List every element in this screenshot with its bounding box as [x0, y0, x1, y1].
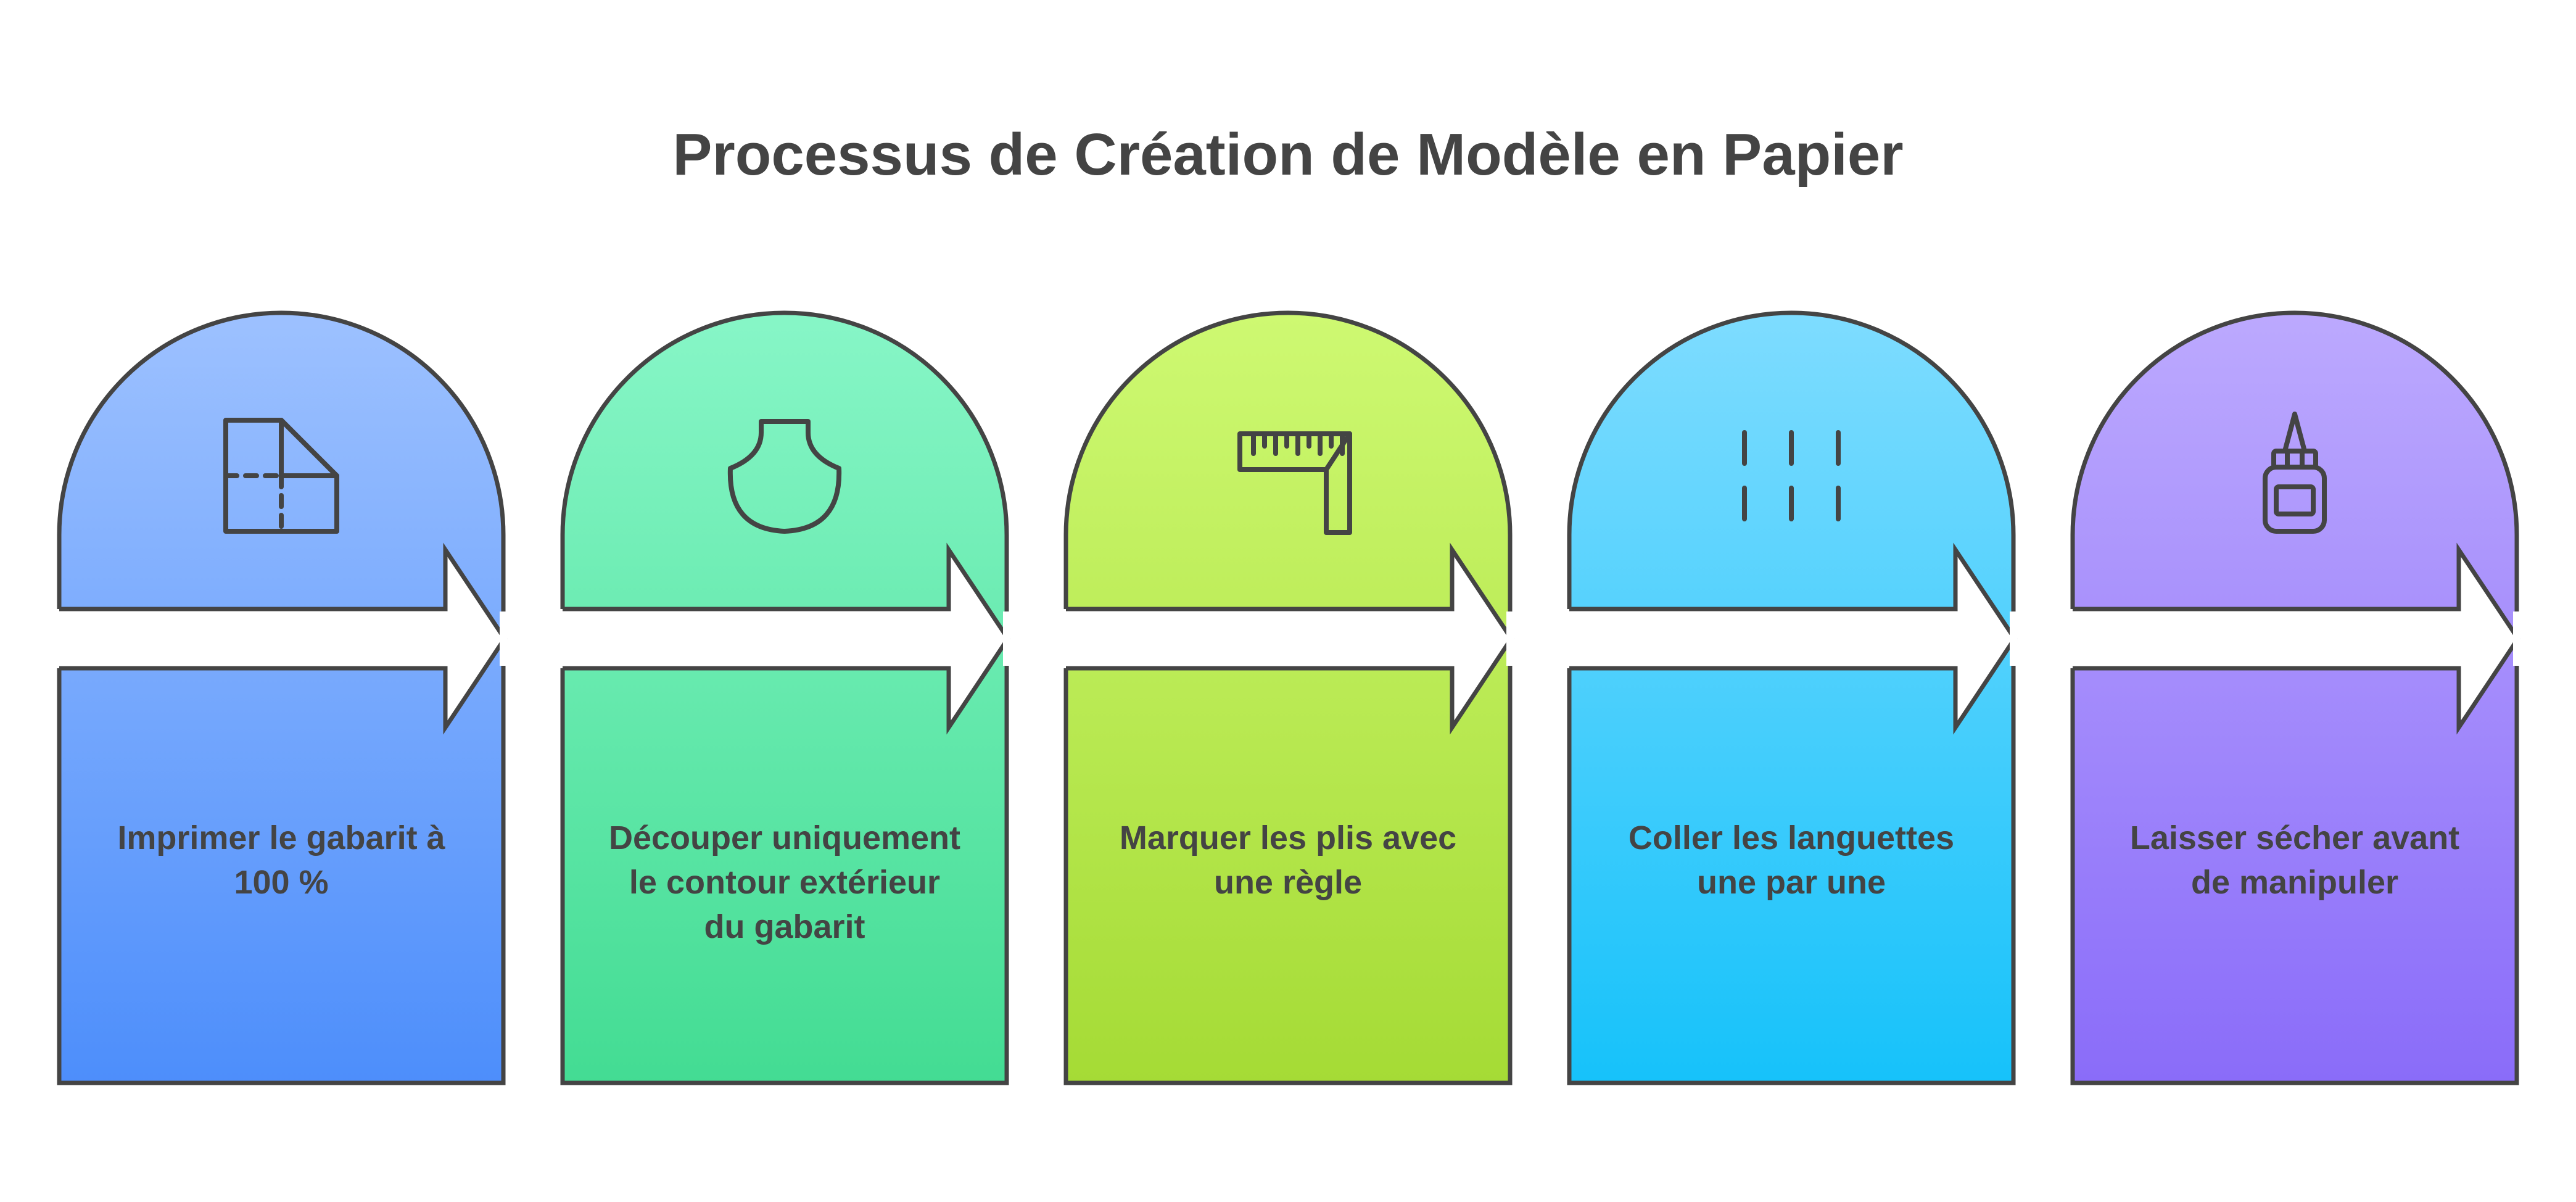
- diagram-title: Processus de Création de Modèle en Papie…: [672, 122, 1903, 188]
- step-card: [560, 310, 1009, 1085]
- step-label: Coller les languettes une par une: [1628, 819, 1955, 901]
- step-label: Découper uniquement le contour extérieur…: [608, 819, 961, 945]
- step-label: Laisser sécher avant de manipuler: [2129, 819, 2460, 901]
- step-arrow: [1566, 550, 2015, 727]
- step-2: [559, 310, 1011, 1085]
- dashed-lines-icon: [1742, 430, 1841, 521]
- step-arrow: [1062, 550, 1511, 727]
- step-card: [57, 310, 506, 1085]
- step-3: [1062, 310, 1514, 1085]
- step-1: [56, 310, 508, 1085]
- folded-paper-icon: [223, 418, 339, 534]
- step-5: [2069, 310, 2521, 1085]
- step-4: [1566, 310, 2018, 1085]
- step-arrow: [559, 550, 1008, 727]
- step-card: [2070, 310, 2519, 1085]
- ruler-icon: [1237, 431, 1352, 535]
- step-card: [1063, 310, 1513, 1085]
- glue-bottle-icon: [2263, 412, 2327, 534]
- cut-outline-icon: [727, 419, 842, 534]
- step-label: Marquer les plis avec une règle: [1119, 819, 1457, 901]
- step-arrow: [2069, 550, 2518, 727]
- step-label: Imprimer le gabarit à 100 %: [117, 819, 445, 901]
- step-arrow: [56, 550, 505, 727]
- step-card: [1567, 310, 2016, 1085]
